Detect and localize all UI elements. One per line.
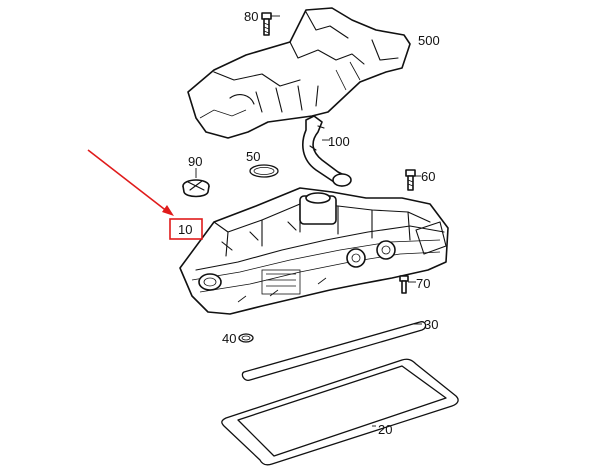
label-70: 70 — [416, 276, 430, 291]
seal-ring-50 — [249, 164, 279, 178]
valve-cover-10 — [179, 187, 449, 315]
label-40: 40 — [222, 331, 236, 346]
label-500: 500 — [418, 33, 440, 48]
seal-40 — [238, 333, 254, 343]
label-10: 10 — [178, 222, 192, 237]
breather-hose-100 — [302, 115, 352, 187]
valve-cover-gasket-20 — [221, 358, 459, 466]
oil-filler-cap-90 — [182, 168, 210, 198]
bolt-60 — [405, 169, 421, 191]
label-50: 50 — [246, 149, 260, 164]
label-30: 30 — [424, 317, 438, 332]
engine-cover-500 — [187, 7, 411, 139]
label-80: 80 — [244, 9, 258, 24]
label-20: 20 — [378, 422, 392, 437]
label-90: 90 — [188, 154, 202, 169]
highlight-box-10 — [169, 218, 203, 240]
gasket-strip-30 — [241, 321, 427, 381]
label-100: 100 — [328, 134, 350, 149]
label-60: 60 — [421, 169, 435, 184]
bolt-80 — [261, 12, 280, 36]
bolt-70 — [399, 275, 416, 294]
highlight-arrow — [87, 149, 174, 216]
